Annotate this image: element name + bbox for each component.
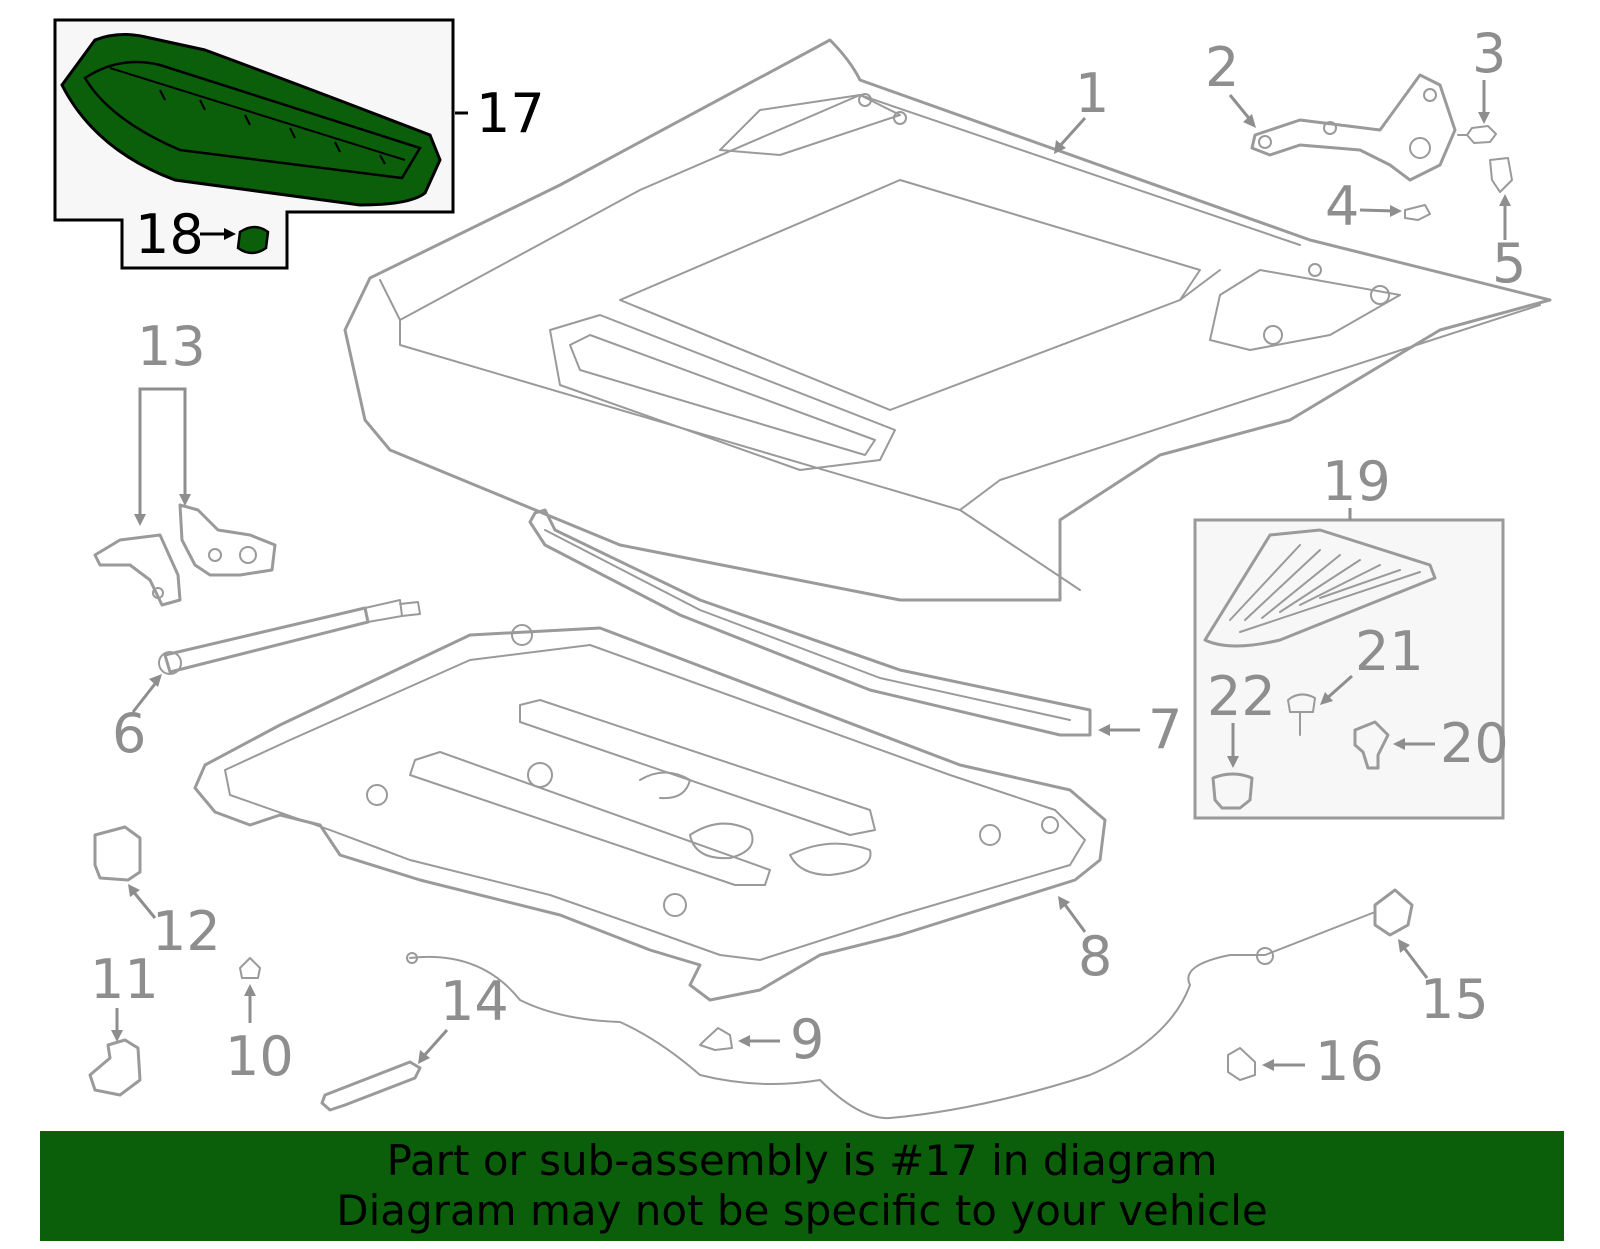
push-clip-9 xyxy=(699,1027,733,1051)
callout-4: 4 xyxy=(1325,175,1359,238)
washer-4 xyxy=(1404,204,1431,221)
callout-21: 21 xyxy=(1355,620,1424,683)
callout-10: 10 xyxy=(225,1025,294,1088)
release-handle-14 xyxy=(320,1060,422,1112)
callout-22: 22 xyxy=(1207,665,1276,728)
callout-11: 11 xyxy=(90,948,159,1011)
callout-13: 13 xyxy=(137,315,206,378)
callout-1: 1 xyxy=(1075,62,1109,125)
footer-line-1: Part or sub-assembly is #17 in diagram xyxy=(386,1136,1218,1185)
inset-part-19 xyxy=(1193,518,1505,820)
gas-strut xyxy=(158,599,421,675)
hinges-left xyxy=(93,503,277,607)
release-cable xyxy=(406,888,1414,1120)
clip-5 xyxy=(1489,157,1513,193)
push-pin-22 xyxy=(1211,772,1254,810)
inset-part-17[interactable] xyxy=(53,18,455,270)
callout-9: 9 xyxy=(790,1008,824,1071)
callout-17: 17 xyxy=(476,82,545,145)
grommet-16 xyxy=(1227,1047,1256,1081)
bumper-12 xyxy=(93,825,142,882)
callout-14: 14 xyxy=(440,970,509,1033)
clip-18-highlighted xyxy=(236,225,270,255)
callout-16: 16 xyxy=(1315,1030,1384,1093)
plug-10 xyxy=(239,957,261,979)
callout-15: 15 xyxy=(1420,968,1489,1031)
callout-6: 6 xyxy=(112,702,146,765)
callout-19: 19 xyxy=(1322,450,1391,513)
hood-inner-panel xyxy=(193,624,1107,1002)
callout-8: 8 xyxy=(1078,925,1112,988)
clip-20 xyxy=(1353,720,1390,770)
callout-20: 20 xyxy=(1440,712,1509,775)
callout-5: 5 xyxy=(1492,232,1526,295)
hood-scoop-highlighted xyxy=(60,33,442,207)
footer-banner: Part or sub-assembly is #17 in diagram D… xyxy=(40,1131,1564,1241)
callout-3: 3 xyxy=(1472,22,1506,85)
screw-21 xyxy=(1287,693,1316,736)
callout-2: 2 xyxy=(1205,36,1239,99)
footer-line-2: Diagram may not be specific to your vehi… xyxy=(336,1186,1268,1235)
bolt-3 xyxy=(1457,125,1497,144)
callout-12: 12 xyxy=(152,900,221,963)
callout-7: 7 xyxy=(1148,698,1182,761)
callout-18: 18 xyxy=(135,203,204,266)
weatherstrip-7 xyxy=(528,508,1092,737)
hood-panel xyxy=(343,38,1552,602)
hinge-right xyxy=(1250,73,1457,182)
bumper-11 xyxy=(88,1038,142,1097)
